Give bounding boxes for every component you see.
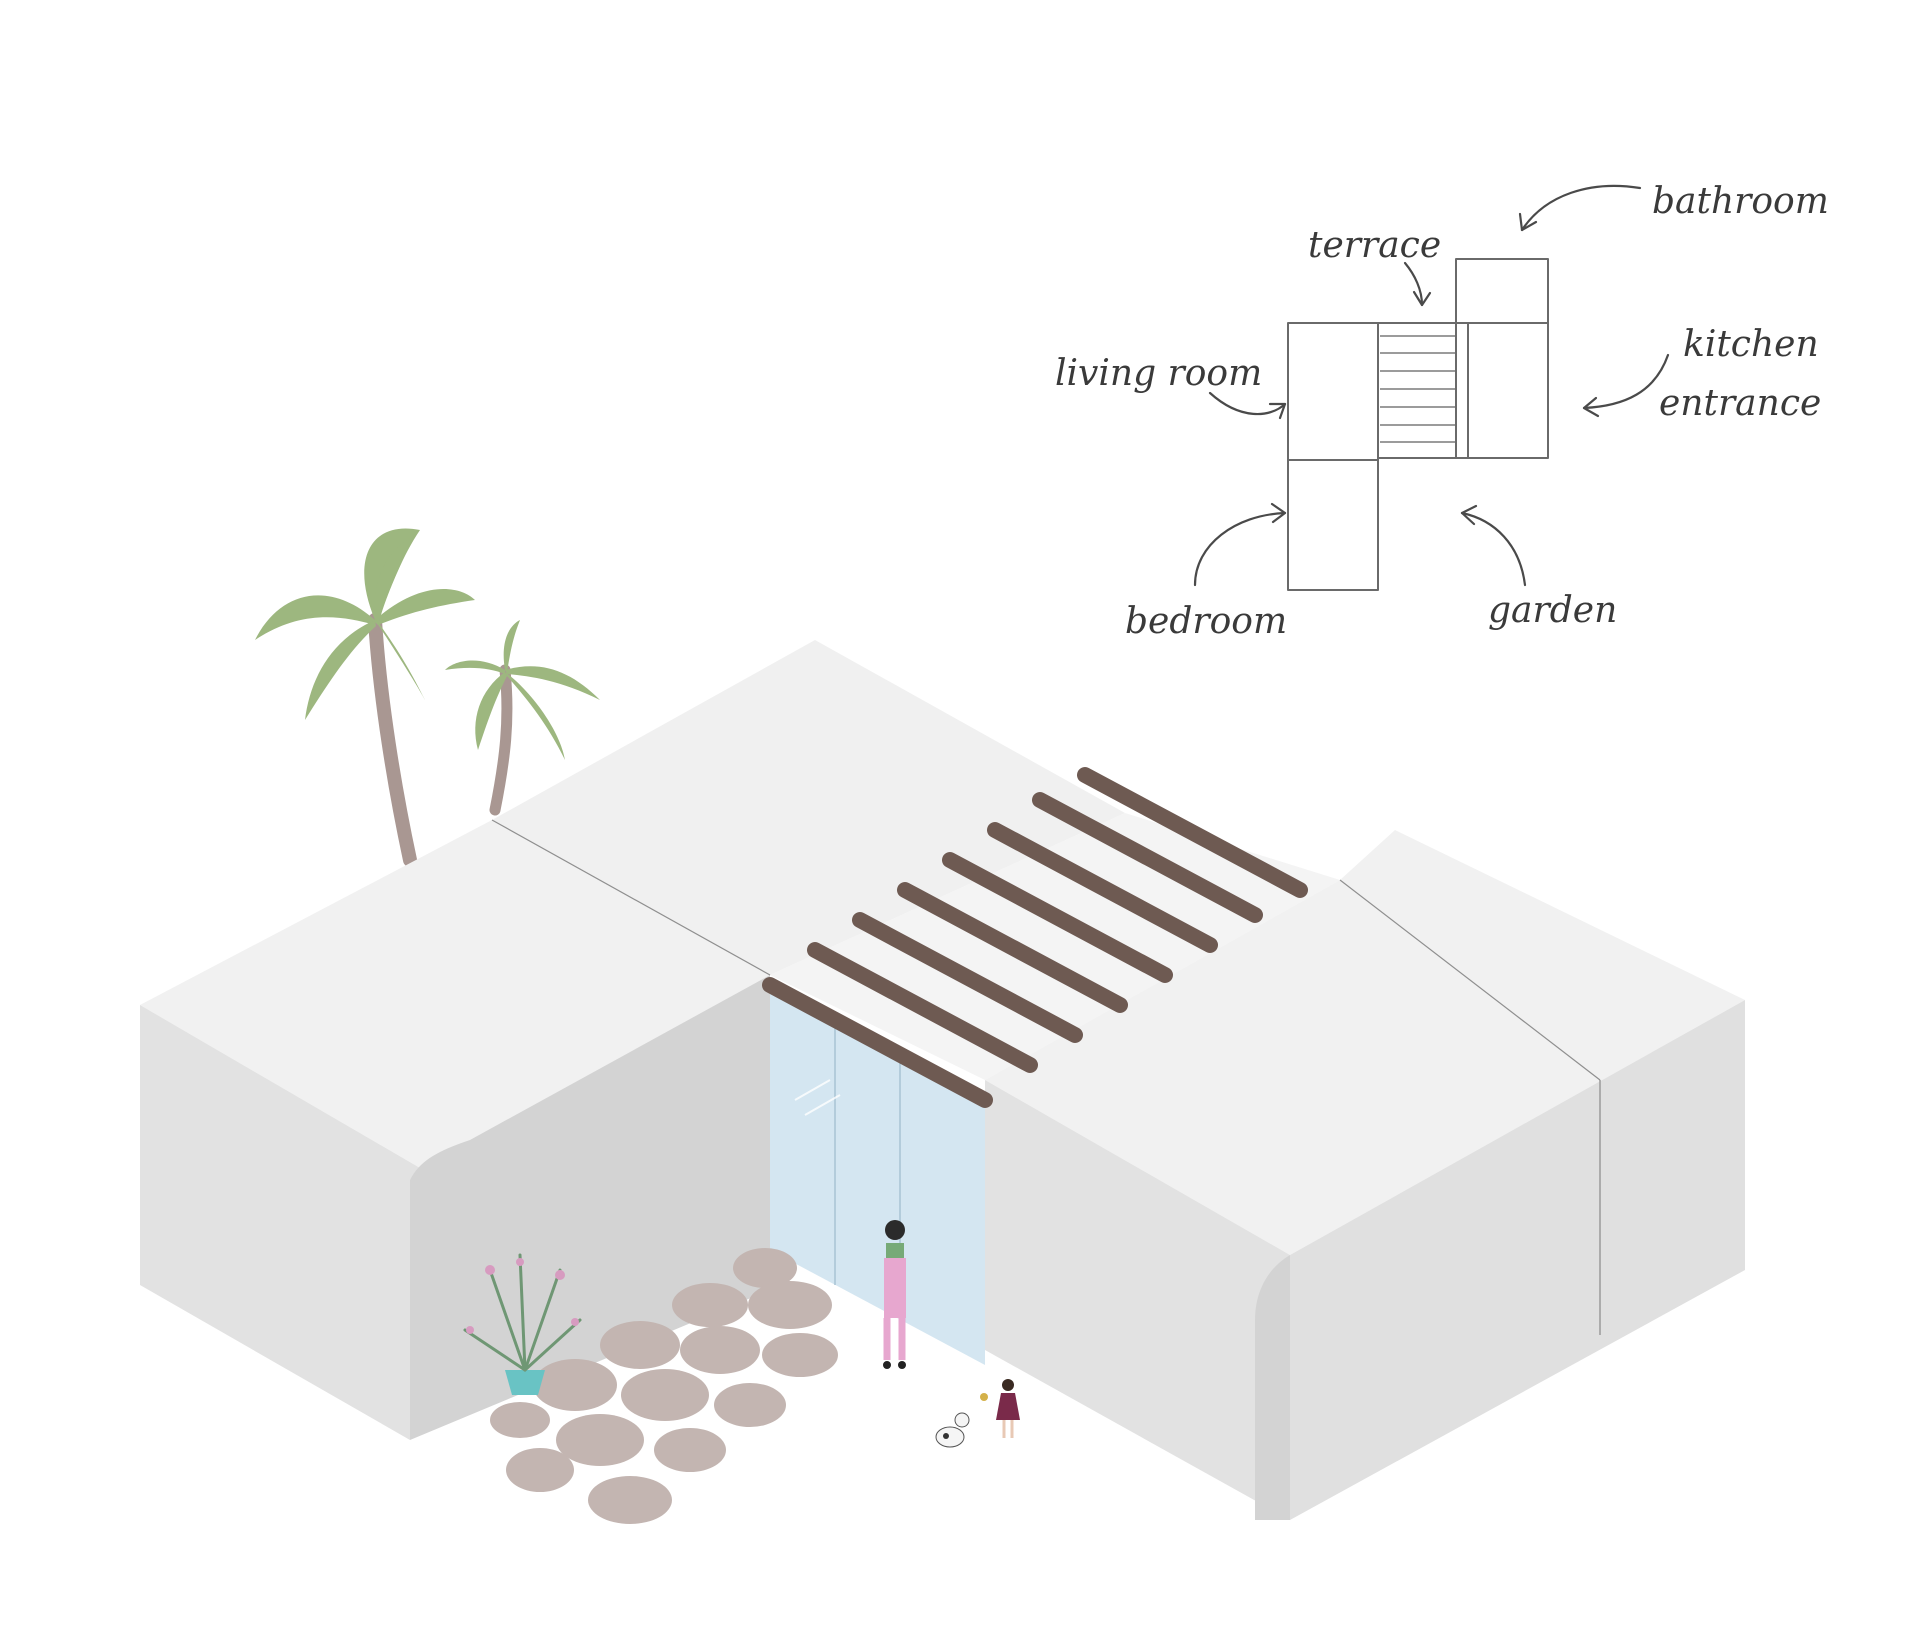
dog-icon [935, 1412, 970, 1448]
label-living-room: living room [1055, 353, 1262, 394]
person-icon [883, 1220, 906, 1369]
palm-tree-icon [255, 528, 600, 867]
label-terrace: terrace [1308, 225, 1441, 266]
label-kitchen: kitchen [1683, 324, 1819, 365]
label-bathroom: bathroom [1652, 181, 1829, 222]
pergola-beams [762, 767, 1308, 1108]
child-icon [980, 1379, 1020, 1438]
floor-plan-sketch [1287, 258, 1549, 591]
label-bedroom: bedroom [1125, 601, 1287, 642]
label-garden: garden [1488, 590, 1617, 631]
label-entrance: entrance [1659, 383, 1821, 424]
potted-plant-icon [463, 1253, 582, 1395]
stone-paving [490, 1248, 838, 1524]
annotation-arrows [1193, 184, 1670, 587]
